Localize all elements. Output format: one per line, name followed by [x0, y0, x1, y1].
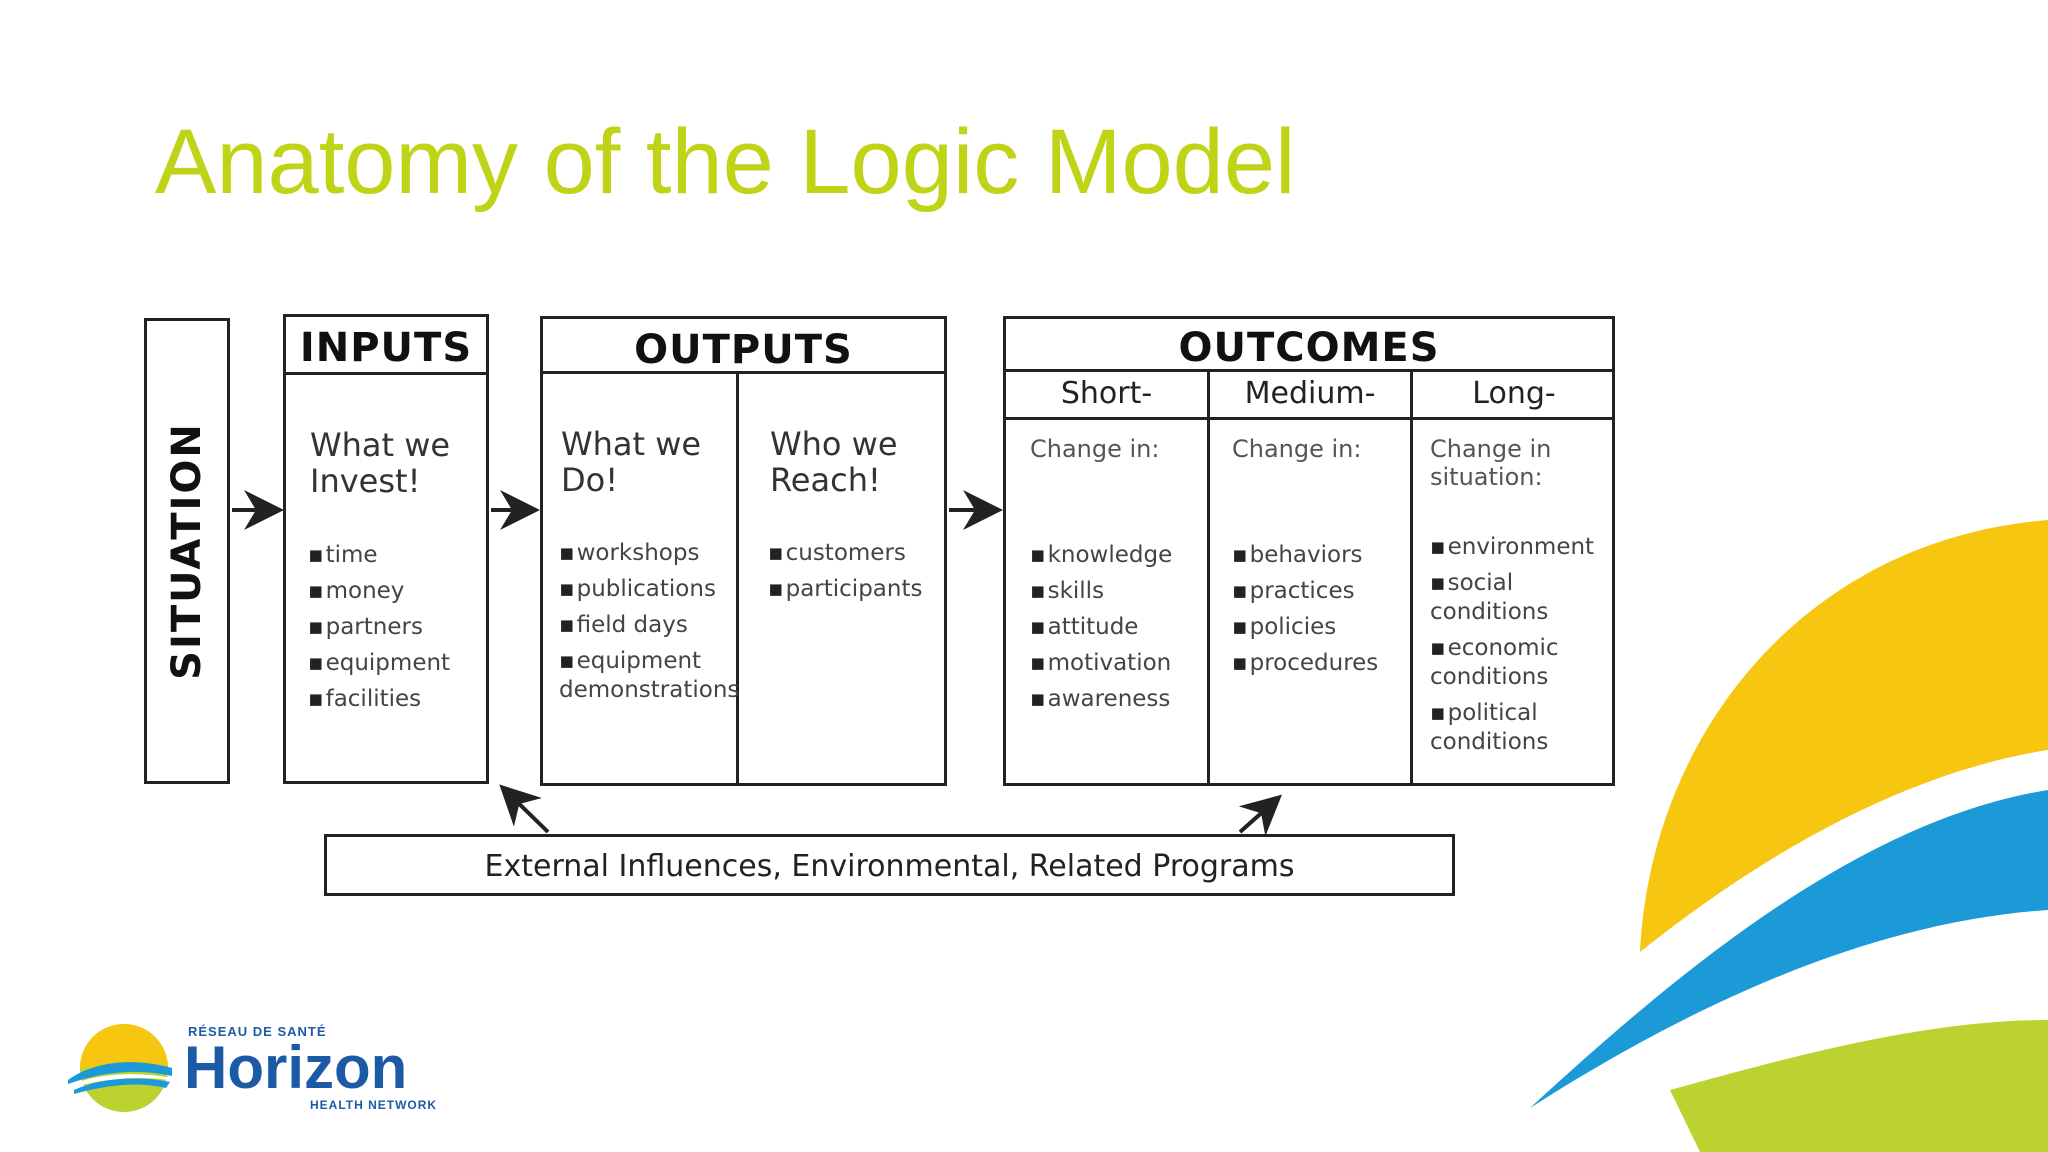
inputs-header: INPUTS: [299, 325, 473, 371]
outcomes-short-lead: Change in:: [1030, 435, 1160, 463]
outcomes-medium-lead: Change in:: [1232, 435, 1362, 463]
swoosh-blue-inner: [1690, 920, 2048, 1040]
outcomes-column-divider-1: [1207, 369, 1210, 783]
list-item: practices: [1232, 577, 1378, 606]
outcomes-header: OUTCOMES: [1178, 325, 1440, 371]
list-item: money: [308, 577, 450, 606]
external-influences-label: External Influences, Environmental, Rela…: [484, 849, 1295, 884]
outcomes-column-divider-2: [1410, 369, 1413, 783]
list-item: equipment: [308, 649, 450, 678]
list-item: political conditions: [1430, 699, 1594, 757]
inputs-lead: What we Invest!: [310, 426, 451, 500]
arrow-external-to-inputs: [499, 784, 550, 834]
situation-box: SITUATION: [144, 318, 230, 784]
inputs-box: INPUTS What we Invest! time money partne…: [283, 314, 489, 784]
outcomes-long-list: environment social conditions economic c…: [1430, 533, 1594, 764]
list-item: field days: [559, 611, 739, 640]
external-influences-box: External Influences, Environmental, Rela…: [324, 834, 1455, 896]
outcomes-medium-label: Medium-: [1244, 376, 1376, 411]
outputs-col2-lead: Who we Reach!: [770, 425, 898, 499]
outputs-col1-list: workshops publications field days equipm…: [559, 539, 739, 712]
list-item: behaviors: [1232, 541, 1378, 570]
outcomes-divider-sub: [1006, 417, 1612, 420]
outputs-box: OUTPUTS What we Do! workshops publicatio…: [540, 316, 947, 786]
outcomes-divider-top: [1006, 369, 1612, 372]
list-item: customers: [768, 539, 922, 568]
outputs-col2-list: customers participants: [768, 539, 923, 611]
list-item: motivation: [1030, 649, 1172, 678]
list-item: facilities: [308, 685, 450, 714]
list-item: partners: [308, 613, 450, 642]
slide-title: Anatomy of the Logic Model: [155, 111, 1296, 213]
outputs-col1-lead: What we Do!: [561, 425, 702, 499]
list-item: knowledge: [1030, 541, 1173, 570]
list-item: awareness: [1030, 685, 1172, 714]
outcomes-medium-list: behaviors practices policies procedures: [1232, 541, 1379, 685]
outputs-divider: [543, 371, 944, 374]
outcomes-long-label: Long-: [1472, 376, 1556, 411]
list-item: policies: [1232, 613, 1378, 642]
list-item: workshops: [559, 539, 739, 568]
list-item: publications: [559, 575, 739, 604]
list-item: equipment demonstrations: [559, 647, 739, 705]
list-item: skills: [1030, 577, 1172, 606]
swoosh-yellow: [1640, 520, 2048, 952]
swoosh-blue: [1530, 790, 2048, 1108]
swoosh-green: [1670, 1020, 2048, 1152]
inputs-divider: [286, 372, 486, 375]
horizon-logo: RÉSEAU DE SANTÉ Horizon HEALTH NETWORK: [66, 1018, 466, 1118]
horizon-logo-mark: [68, 1024, 172, 1112]
list-item: time: [308, 541, 450, 570]
list-item: participants: [768, 575, 923, 604]
outcomes-short-list: knowledge skills attitude motivation awa…: [1030, 541, 1173, 721]
logo-bottom-text: HEALTH NETWORK: [310, 1098, 438, 1112]
list-item: environment: [1430, 533, 1594, 562]
inputs-list: time money partners equipment facilities: [308, 541, 450, 721]
outcomes-box: OUTCOMES Short- Medium- Long- Change in:…: [1003, 316, 1615, 786]
logo-top-text: RÉSEAU DE SANTÉ: [188, 1024, 327, 1039]
list-item: social conditions: [1430, 569, 1594, 627]
logo-name: Horizon: [184, 1034, 408, 1101]
outcomes-long-lead: Change in situation:: [1430, 435, 1552, 491]
list-item: attitude: [1030, 613, 1172, 642]
list-item: economic conditions: [1430, 634, 1594, 692]
decorative-swoosh: [1530, 520, 2048, 1152]
outputs-header: OUTPUTS: [634, 327, 853, 373]
outcomes-short-label: Short-: [1060, 376, 1153, 411]
list-item: procedures: [1232, 649, 1379, 678]
arrow-external-to-outcomes: [1238, 794, 1282, 837]
